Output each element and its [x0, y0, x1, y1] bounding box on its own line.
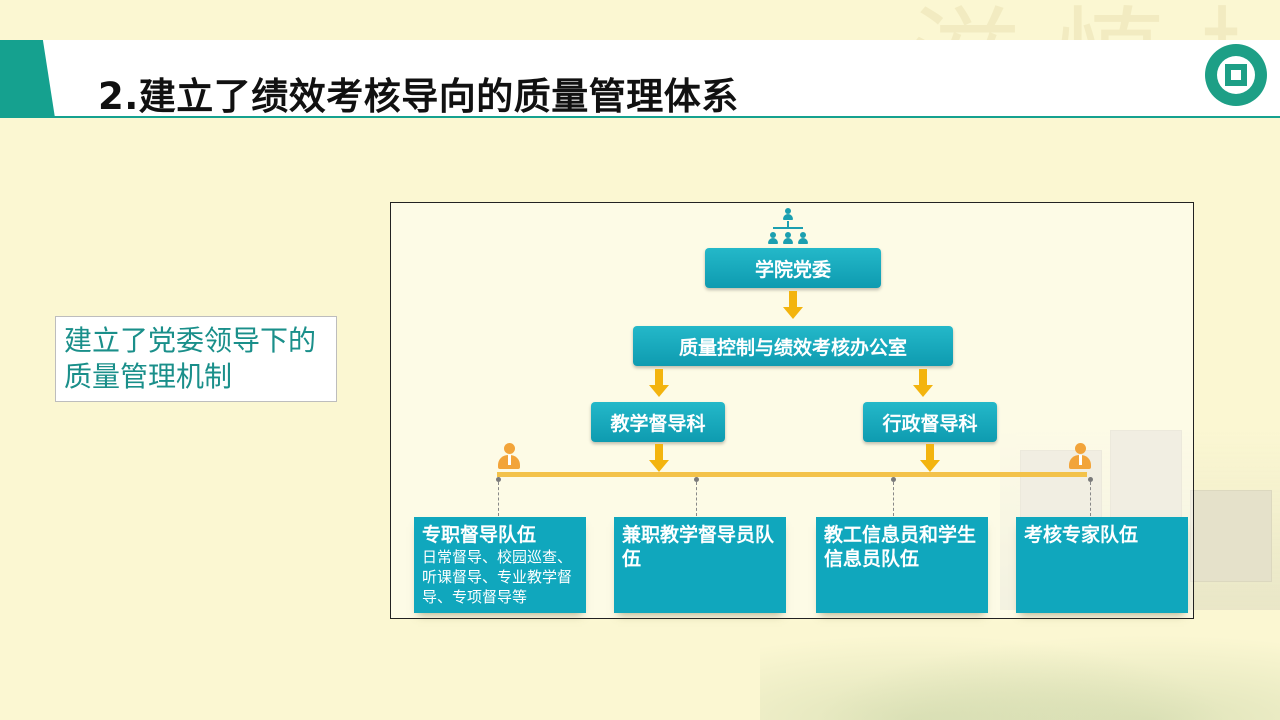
team-subtitle: 日常督导、校园巡查、听课督导、专业教学督导、专项督导等 — [422, 548, 573, 606]
person-icon — [496, 443, 522, 471]
node-teaching-supervision: 教学督导科 — [591, 402, 725, 442]
connector-dot — [1088, 477, 1093, 482]
arrow-down-icon — [913, 369, 933, 397]
page-title: 2.建立了绩效考核导向的质量管理体系 — [98, 75, 739, 118]
header-divider — [0, 116, 1280, 118]
arrow-down-icon — [920, 444, 940, 472]
node-admin-supervision: 行政督导科 — [863, 402, 997, 442]
team-title: 专职督导队伍 — [422, 524, 537, 546]
school-logo — [1205, 44, 1267, 106]
timeline-bar — [497, 472, 1087, 477]
background-trees — [760, 620, 1280, 720]
team-title: 考核专家队伍 — [1024, 524, 1139, 546]
node-quality-office: 质量控制与绩效考核办公室 — [633, 326, 953, 366]
person-icon — [1067, 443, 1093, 471]
team-title: 教工信息员和学生信息员队伍 — [824, 524, 977, 570]
connector-line — [696, 482, 697, 516]
arrow-down-icon — [783, 291, 803, 319]
team-hierarchy-icon — [768, 208, 808, 246]
connector-line — [498, 482, 499, 516]
team-box-informants: 教工信息员和学生信息员队伍 — [816, 517, 988, 613]
team-title: 兼职教学督导员队伍 — [622, 524, 775, 570]
connector-dot — [694, 477, 699, 482]
team-box-fulltime: 专职督导队伍 日常督导、校园巡查、听课督导、专业教学督导、专项督导等 — [414, 517, 586, 613]
node-party-committee: 学院党委 — [705, 248, 881, 288]
team-box-parttime: 兼职教学督导员队伍 — [614, 517, 786, 613]
connector-line — [893, 482, 894, 516]
arrow-down-icon — [649, 444, 669, 472]
connector-dot — [496, 477, 501, 482]
side-text-box: 建立了党委领导下的质量管理机制 — [55, 316, 337, 402]
connector-line — [1090, 482, 1091, 516]
header-band — [0, 40, 1280, 118]
side-text: 建立了党委领导下的质量管理机制 — [64, 324, 317, 393]
team-box-experts: 考核专家队伍 — [1016, 517, 1188, 613]
connector-dot — [891, 477, 896, 482]
arrow-down-icon — [649, 369, 669, 397]
